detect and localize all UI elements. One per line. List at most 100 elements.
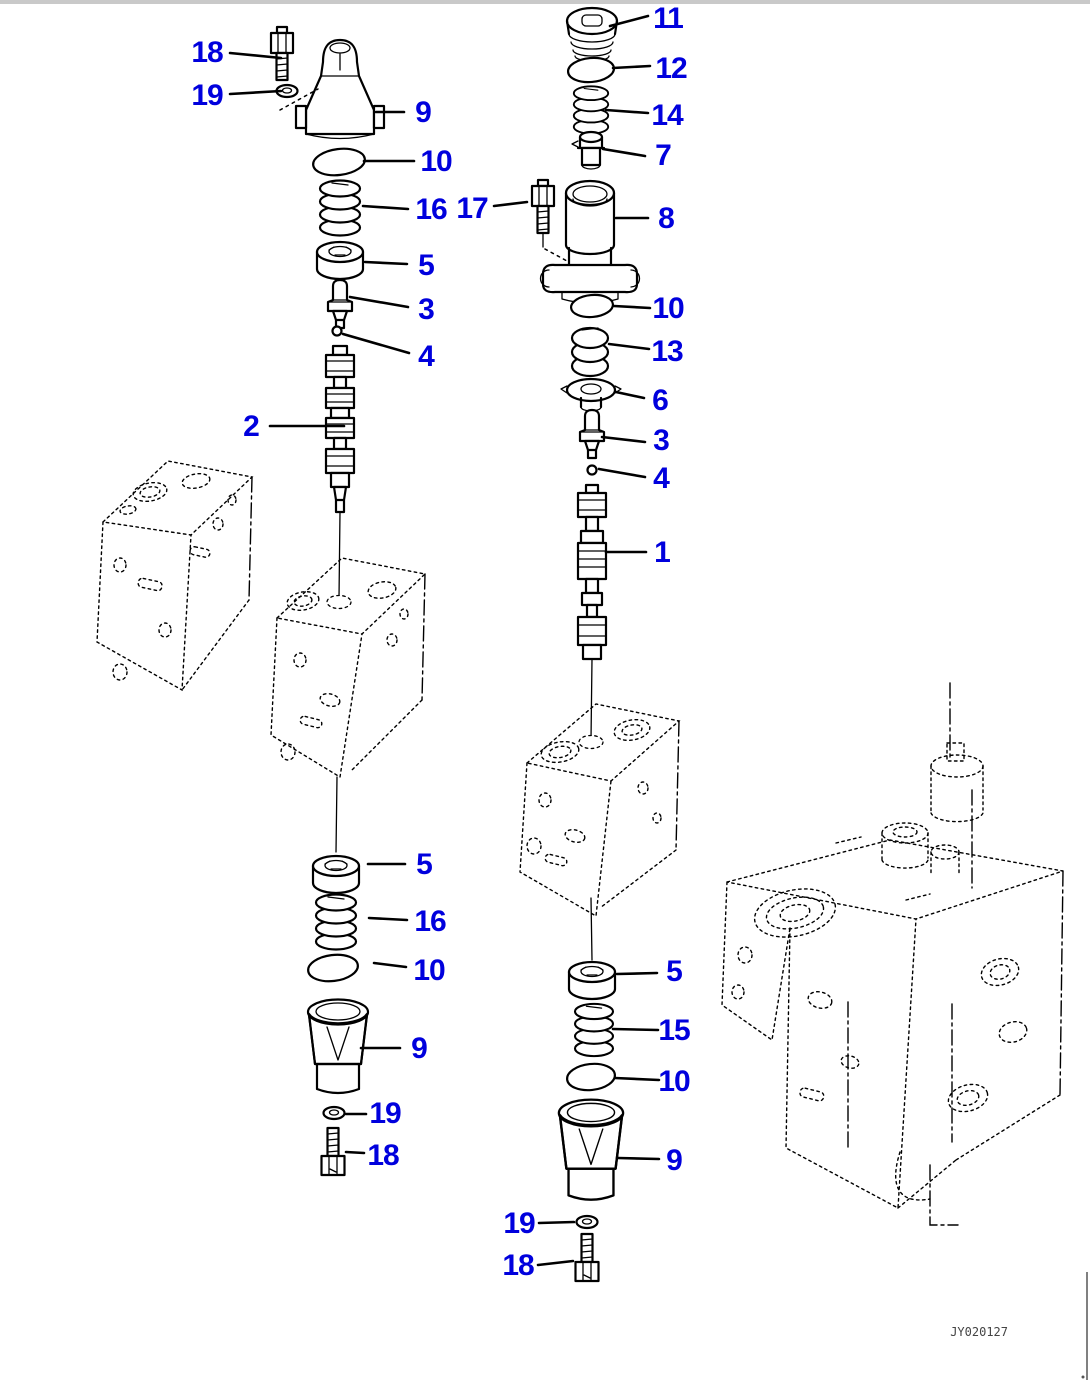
callout-10-top-left: 10 <box>362 145 453 178</box>
callout-9-bottom-left: 9 <box>359 1032 428 1065</box>
svg-text:9: 9 <box>415 96 431 129</box>
part-bolt-18-bottom-left <box>320 1126 346 1177</box>
part-valve-3-right <box>578 408 606 460</box>
callout-9-top-left: 9 <box>374 96 432 129</box>
part-oring-10-bottom-left <box>307 953 359 983</box>
svg-text:14: 14 <box>651 99 684 132</box>
svg-text:4: 4 <box>418 340 435 373</box>
part-sleeve-8 <box>539 179 641 304</box>
part-spool-2 <box>324 344 356 599</box>
part-cap-9-bottom-right <box>557 1098 625 1201</box>
figure-watermark: JY020127 <box>950 1325 1008 1339</box>
callout-10-bottom-right: 10 <box>613 1065 691 1098</box>
svg-text:1: 1 <box>654 536 670 569</box>
part-oring-10-bottom-right <box>565 1062 617 1092</box>
svg-text:7: 7 <box>655 139 671 172</box>
svg-text:13: 13 <box>651 335 683 368</box>
assembly-axis-dotted-top-left <box>279 88 319 111</box>
part-retainer-5-bottom-right <box>567 960 617 1001</box>
valve-assembly-phantom <box>721 682 1064 1226</box>
svg-text:18: 18 <box>191 36 223 69</box>
part-retainer-5-top-left <box>315 240 365 281</box>
svg-text:19: 19 <box>191 79 223 112</box>
callout-14: 14 <box>604 99 685 132</box>
callout-5-top-left: 5 <box>363 249 435 282</box>
svg-text:16: 16 <box>415 193 447 226</box>
part-spring-15 <box>573 1002 615 1058</box>
callout-10-bottom-left: 10 <box>372 954 446 987</box>
part-piston-7 <box>571 130 606 170</box>
part-ball-4-right <box>586 464 598 476</box>
callout-8: 8 <box>614 202 675 235</box>
callout-7: 7 <box>601 139 672 172</box>
callout-3-right: 3 <box>600 424 670 457</box>
part-plug-11 <box>565 6 619 62</box>
callout-12: 12 <box>611 52 688 85</box>
callout-13: 13 <box>607 335 684 368</box>
part-bolt-17 <box>530 178 568 262</box>
part-spring-16-bottom-left <box>314 893 358 951</box>
callout-4-left: 4 <box>341 332 436 373</box>
callout-3-left: 3 <box>348 293 435 326</box>
svg-text:3: 3 <box>418 293 434 326</box>
part-spring-16-top-left <box>318 179 362 237</box>
svg-text:9: 9 <box>411 1032 427 1065</box>
callout-18-top-left: 18 <box>191 36 283 69</box>
callout-16-bottom-left: 16 <box>367 905 447 938</box>
callout-2: 2 <box>243 410 346 443</box>
svg-text:5: 5 <box>666 955 682 988</box>
svg-text:18: 18 <box>502 1249 534 1282</box>
callout-6: 6 <box>614 384 669 417</box>
part-spring-13 <box>570 326 610 378</box>
svg-text:19: 19 <box>369 1097 401 1130</box>
valve-body-right <box>519 703 681 961</box>
callout-4-right: 4 <box>597 462 671 495</box>
part-oring-10-right-top <box>569 293 615 319</box>
callout-11: 11 <box>608 2 684 35</box>
part-oring-10-top-left <box>312 147 366 177</box>
svg-text:10: 10 <box>413 954 445 987</box>
part-washer-19-bottom-left <box>322 1105 346 1121</box>
svg-text:8: 8 <box>658 202 674 235</box>
part-cap-9-top-left <box>294 38 386 140</box>
svg-text:4: 4 <box>653 462 670 495</box>
part-bolt-18-bottom-right <box>574 1232 600 1283</box>
scan-edge-top <box>0 0 1090 4</box>
svg-text:6: 6 <box>652 384 668 417</box>
callout-17: 17 <box>456 192 529 225</box>
svg-text:5: 5 <box>416 848 432 881</box>
part-retainer-6 <box>560 377 622 412</box>
callout-19-bottom-left: 19 <box>344 1097 402 1130</box>
part-bolt-18-top-left <box>269 25 295 82</box>
svg-text:10: 10 <box>420 145 452 178</box>
callout-10-right-top: 10 <box>612 292 685 325</box>
svg-text:11: 11 <box>653 2 683 35</box>
callout-18-bottom-left: 18 <box>344 1139 400 1172</box>
svg-text:10: 10 <box>658 1065 690 1098</box>
part-oring-12 <box>566 56 616 84</box>
callout-16-top-left: 16 <box>361 193 448 226</box>
svg-text:10: 10 <box>652 292 684 325</box>
callout-18-bottom-right: 18 <box>502 1249 575 1282</box>
part-spring-14 <box>572 85 610 135</box>
callout-15: 15 <box>611 1014 691 1047</box>
svg-text:17: 17 <box>456 192 488 225</box>
svg-text:16: 16 <box>414 905 446 938</box>
valve-body-center <box>270 557 427 853</box>
part-retainer-5-bottom-left <box>311 854 361 895</box>
callout-layer: 18 19 9 10 16 17 5 3 <box>191 2 691 1282</box>
svg-text:18: 18 <box>367 1139 399 1172</box>
callout-19-top-left: 19 <box>191 79 283 112</box>
part-valve-3-left <box>326 278 354 330</box>
svg-text:3: 3 <box>653 424 669 457</box>
valve-body-left-phantom <box>96 460 254 692</box>
svg-text:12: 12 <box>655 52 687 85</box>
svg-text:19: 19 <box>503 1207 535 1240</box>
part-cap-9-bottom-left <box>306 998 370 1095</box>
scan-dot <box>1081 1375 1085 1379</box>
part-ball-4-left <box>331 325 343 337</box>
callout-5-bottom-left: 5 <box>366 848 433 881</box>
callout-1: 1 <box>604 536 671 569</box>
